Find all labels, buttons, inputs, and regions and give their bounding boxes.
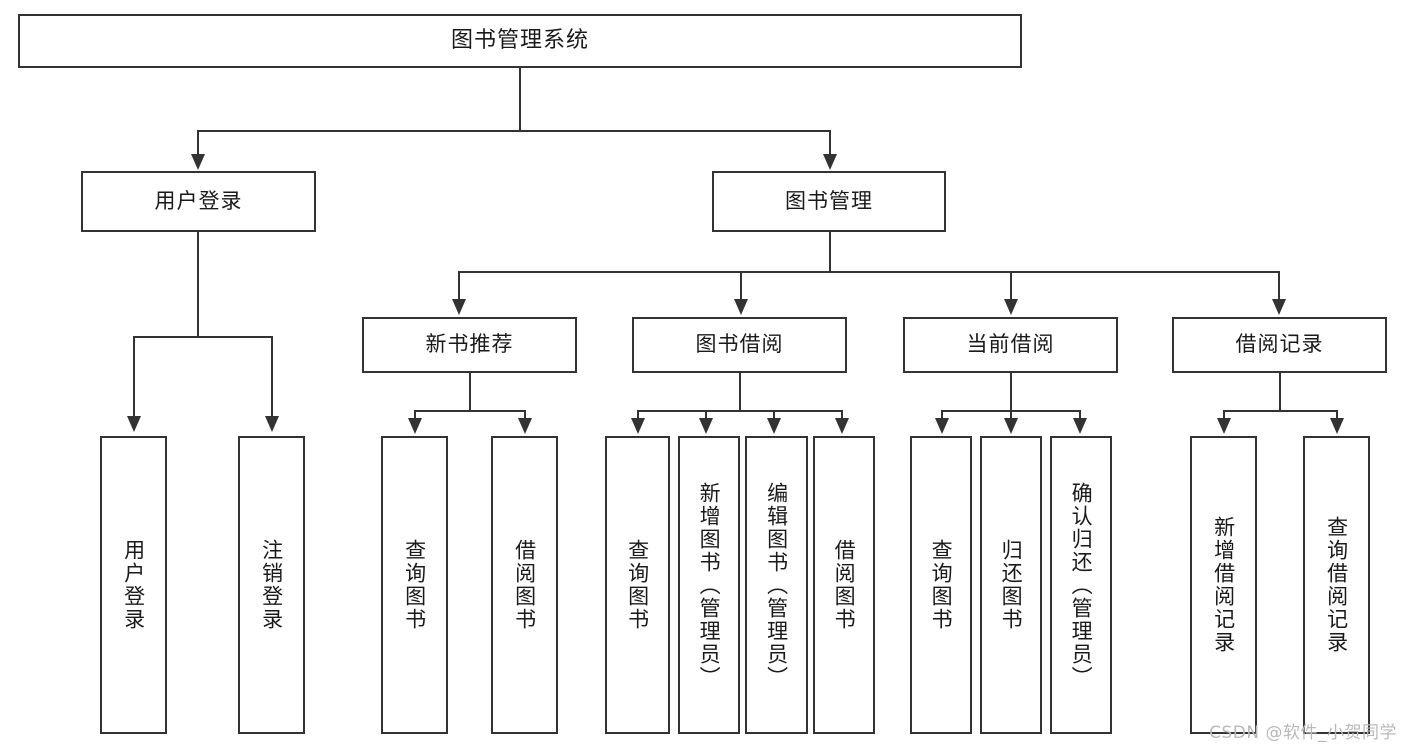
node-label: 查询图书 <box>402 539 427 631</box>
connector-drop-leaf-logout <box>271 336 273 418</box>
node-user-login[interactable]: 用户登录 <box>81 171 316 232</box>
node-label: 图书管理 <box>785 188 873 213</box>
node-label: 查询借阅记录 <box>1324 516 1349 654</box>
connector-drop-cb-query <box>941 410 943 420</box>
connector-drop-bb-add <box>705 410 707 420</box>
arrowhead-current-borrow <box>1004 299 1018 315</box>
node-borrow-record[interactable]: 借阅记录 <box>1172 317 1387 373</box>
connector-drop-cb-confirm <box>1079 410 1081 420</box>
node-new-book-recommend[interactable]: 新书推荐 <box>362 317 577 373</box>
connector-drop-nbr-borrow <box>524 410 526 420</box>
node-label: 查询图书 <box>929 539 954 631</box>
connector-new-book-recommend-stem <box>469 373 471 410</box>
node-root-book-management-system[interactable]: 图书管理系统 <box>18 14 1022 68</box>
arrowhead-bb-add <box>699 418 713 434</box>
connector-drop-bb-edit <box>773 410 775 420</box>
node-label: 注销登录 <box>259 539 284 631</box>
node-label: 用户登录 <box>121 539 146 631</box>
connector-user-login-stem <box>197 232 199 336</box>
arrowhead-new-book-recommend <box>452 299 466 315</box>
connector-level3-bus <box>458 271 1280 273</box>
leaf-logout[interactable]: 注销登录 <box>238 436 305 734</box>
leaf-cb-return-book[interactable]: 归还图书 <box>980 436 1042 734</box>
leaf-cb-query-book[interactable]: 查询图书 <box>910 436 972 734</box>
arrowhead-cb-return <box>1004 418 1018 434</box>
leaf-nbr-borrow-book[interactable]: 借阅图书 <box>491 436 558 734</box>
connector-current-borrow-stem <box>1010 373 1012 410</box>
arrowhead-leaf-user-login <box>127 416 141 432</box>
node-label: 用户登录 <box>154 188 243 213</box>
leaf-cb-confirm-return-admin[interactable]: 确认归还（管理员） <box>1050 436 1112 734</box>
arrowhead-nbr-query <box>408 418 422 434</box>
node-book-management[interactable]: 图书管理 <box>712 171 946 232</box>
connector-drop-new-book-recommend <box>458 271 460 301</box>
arrowhead-bb-borrow <box>835 418 849 434</box>
node-label: 新增图书（管理员） <box>697 481 722 689</box>
leaf-bb-add-book-admin[interactable]: 新增图书（管理员） <box>678 436 740 734</box>
node-current-borrow[interactable]: 当前借阅 <box>903 317 1118 373</box>
connector-borrow-record-bus <box>1223 410 1336 412</box>
connector-drop-user-login <box>197 130 199 156</box>
csdn-watermark: CSDN @软件_小贺同学 <box>1209 723 1397 743</box>
arrowhead-borrow-record <box>1272 299 1286 315</box>
connector-drop-bb-query <box>637 410 639 420</box>
arrowhead-nbr-borrow <box>518 418 532 434</box>
node-label: 新增借阅记录 <box>1211 516 1236 654</box>
connector-book-borrow-stem <box>739 373 741 410</box>
node-label: 借阅图书 <box>512 539 537 631</box>
arrowhead-bb-edit <box>767 418 781 434</box>
node-label: 确认归还（管理员） <box>1069 481 1094 689</box>
node-label: 借阅图书 <box>832 539 857 631</box>
node-book-borrow[interactable]: 图书借阅 <box>632 317 847 373</box>
node-label: 图书管理系统 <box>450 27 589 53</box>
connector-book-management-stem <box>829 232 831 271</box>
node-label: 当前借阅 <box>966 332 1055 357</box>
leaf-bb-edit-book-admin[interactable]: 编辑图书（管理员） <box>745 436 808 734</box>
leaf-bb-query-book[interactable]: 查询图书 <box>605 436 670 734</box>
arrowhead-book-management <box>823 154 837 170</box>
connector-drop-book-borrow <box>740 271 742 301</box>
arrowhead-bb-query <box>631 418 645 434</box>
connector-user-login-bus <box>133 336 273 338</box>
node-label: 借阅记录 <box>1235 332 1324 357</box>
node-label: 编辑图书（管理员） <box>764 481 789 689</box>
arrowhead-user-login <box>191 154 205 170</box>
node-label: 新书推荐 <box>425 332 514 357</box>
connector-drop-book-management <box>829 130 831 156</box>
leaf-nbr-query-book[interactable]: 查询图书 <box>381 436 448 734</box>
connector-drop-current-borrow <box>1010 271 1012 301</box>
leaf-bb-borrow-book[interactable]: 借阅图书 <box>813 436 875 734</box>
connector-book-borrow-bus <box>637 410 842 412</box>
leaf-br-add-record[interactable]: 新增借阅记录 <box>1190 436 1257 734</box>
connector-drop-br-query <box>1336 410 1338 420</box>
leaf-user-login[interactable]: 用户登录 <box>100 436 167 734</box>
connector-drop-leaf-user-login <box>133 336 135 418</box>
connector-drop-nbr-query <box>414 410 416 420</box>
connector-drop-cb-return <box>1010 410 1012 420</box>
connector-drop-borrow-record <box>1278 271 1280 301</box>
node-label: 图书借阅 <box>695 332 784 357</box>
connector-drop-br-add <box>1223 410 1225 420</box>
connector-level2-bus <box>197 130 831 132</box>
leaf-br-query-record[interactable]: 查询借阅记录 <box>1303 436 1370 734</box>
node-label: 查询图书 <box>625 539 650 631</box>
arrowhead-br-query <box>1330 418 1344 434</box>
arrowhead-leaf-logout <box>265 416 279 432</box>
connector-root-stem <box>519 68 521 130</box>
node-label: 归还图书 <box>999 539 1024 631</box>
connector-drop-bb-borrow <box>841 410 843 420</box>
connector-borrow-record-stem <box>1279 373 1281 410</box>
arrowhead-br-add <box>1217 418 1231 434</box>
arrowhead-book-borrow <box>734 299 748 315</box>
connector-new-book-recommend-bus <box>414 410 524 412</box>
arrowhead-cb-confirm <box>1073 418 1087 434</box>
arrowhead-cb-query <box>935 418 949 434</box>
